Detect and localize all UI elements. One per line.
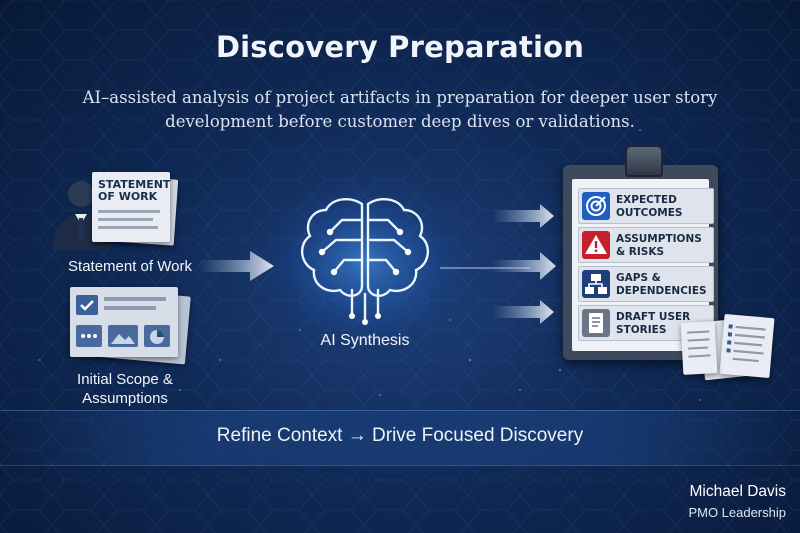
sow-label: Statement of Work: [68, 258, 192, 275]
image-icon: [108, 325, 138, 347]
output-item-expected-outcomes: EXPECTED OUTCOMES: [578, 188, 714, 224]
page-subtitle: AI–assisted analysis of project artifact…: [82, 88, 718, 131]
output-item-gaps-dependencies: GAPS & DEPENDENCIES: [578, 266, 714, 302]
output-item-assumptions-risks: ASSUMPTIONS & RISKS: [578, 227, 714, 263]
page-title: Discovery Preparation: [215, 30, 585, 64]
tagline-band: [0, 410, 800, 466]
menu-dots-icon: [76, 325, 102, 347]
output-item-label: EXPECTED OUTCOMES: [616, 194, 683, 219]
clipboard-clip: [625, 145, 663, 177]
author-block: Michael Davis PMO Leadership: [688, 483, 786, 520]
output-item-label: ASSUMPTIONS & RISKS: [616, 233, 702, 258]
chart-icon: [144, 325, 170, 347]
sow-doc-heading: STATEMENT OF WORK: [98, 178, 171, 203]
ai-synthesis-label: AI Synthesis: [320, 332, 410, 349]
output-item-label: GAPS & DEPENDENCIES: [616, 272, 707, 297]
target-icon: [582, 192, 610, 220]
author-role: PMO Leadership: [688, 505, 786, 520]
story-card-left: [680, 321, 718, 375]
scope-document: [70, 287, 178, 357]
sow-document: STATEMENT OF WORK: [92, 172, 170, 242]
scope-label: Initial Scope & Assumptions: [77, 371, 173, 407]
story-card-front: [719, 313, 775, 379]
input-arrow: [198, 251, 274, 281]
brain-icon: [301, 198, 429, 325]
author-name: Michael Davis: [689, 483, 786, 500]
output-item-label: DRAFT USER STORIES: [616, 311, 691, 336]
tagline: Refine Context → Drive Focused Discovery: [216, 425, 584, 446]
warning-icon: [582, 231, 610, 259]
document-icon: [582, 309, 610, 337]
check-icon: [76, 295, 98, 315]
dependency-icon: [582, 270, 610, 298]
output-arrows: [440, 204, 556, 324]
